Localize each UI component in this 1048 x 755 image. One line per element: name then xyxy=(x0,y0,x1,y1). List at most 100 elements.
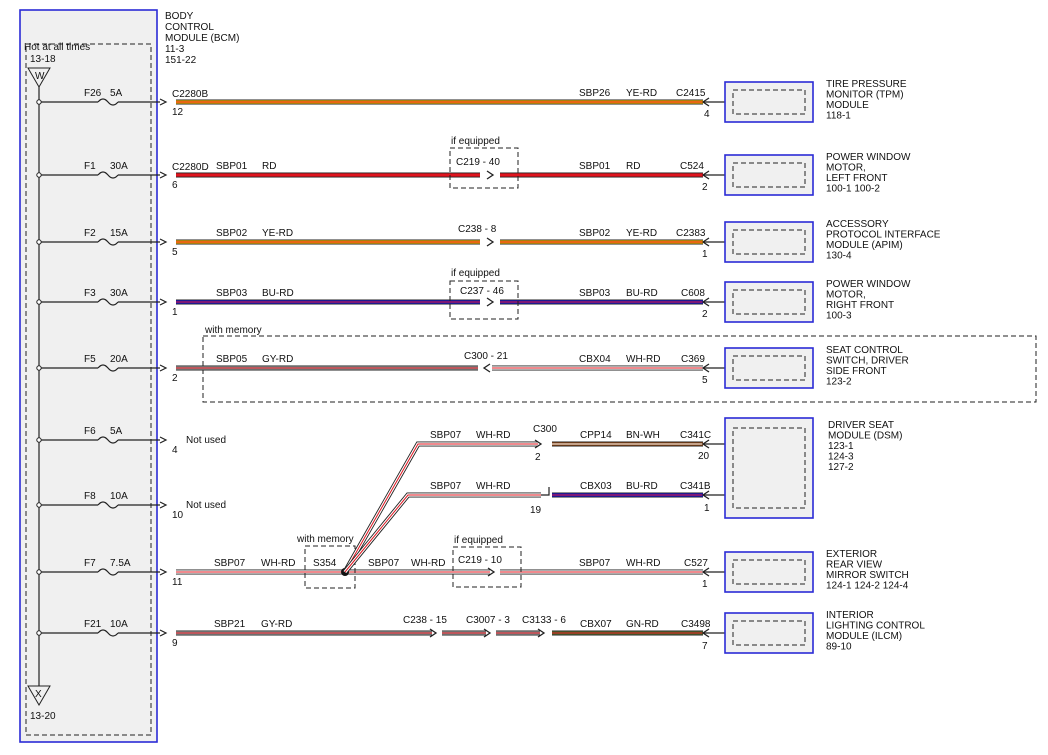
module-label: MIRROR SWITCH xyxy=(826,570,909,581)
module-label: 130-4 xyxy=(826,251,852,262)
connector-arrow-icon xyxy=(159,501,168,509)
hot-label: Hot at all times xyxy=(24,42,90,53)
module-box[interactable] xyxy=(724,154,814,196)
module-label: POWER WINDOW xyxy=(826,279,911,290)
end-pin: 1 xyxy=(702,249,708,260)
wire-sbp07-branch-c300[interactable] xyxy=(342,441,538,574)
end-pin: 1 xyxy=(704,503,710,514)
wire-sbp07-branch-dsm[interactable] xyxy=(343,492,541,574)
module-label: 100-1 100-2 xyxy=(826,184,880,195)
wire-label: SBP01 xyxy=(579,161,611,172)
connector-arrow-icon xyxy=(701,439,710,449)
connector-arrow-icon xyxy=(159,568,168,576)
module-label: DRIVER SEAT xyxy=(828,420,894,431)
bus-tap xyxy=(36,99,42,105)
fuse-label: F26 xyxy=(84,88,102,99)
wire-label: SBP07 xyxy=(214,558,246,569)
option-note: if equipped xyxy=(454,535,503,546)
wire-color: WH-RD xyxy=(261,558,295,569)
fuse-icon xyxy=(97,298,119,306)
fuse-label: F1 xyxy=(84,161,96,172)
wire-label: SBP26 xyxy=(579,88,611,99)
inline-connector: C219 - 40 xyxy=(456,157,500,168)
module-label: SWITCH, DRIVER xyxy=(826,356,909,367)
module-label: LIGHTING CONTROL xyxy=(826,621,925,632)
inline-connector: C300 xyxy=(533,424,557,435)
connector-arrow-icon xyxy=(159,98,168,106)
wire-label: CBX03 xyxy=(580,481,612,492)
fuse-icon xyxy=(97,501,119,509)
fuse-amps: 20A xyxy=(110,354,128,365)
connector-arrow-icon xyxy=(483,628,492,638)
module-label: 89-10 xyxy=(826,642,852,653)
module-box[interactable] xyxy=(724,612,814,654)
end-pin: 7 xyxy=(702,641,708,652)
bcm-module-box[interactable] xyxy=(19,9,158,743)
inline-connector: C219 - 10 xyxy=(458,555,502,566)
module-box[interactable] xyxy=(724,347,814,389)
module-box[interactable] xyxy=(724,417,814,519)
end-connector: C527 xyxy=(684,558,708,569)
wire-label: SBP07 xyxy=(368,558,400,569)
module-label: 100-3 xyxy=(826,311,852,322)
end-pin: 20 xyxy=(698,451,710,462)
connector-arrow-icon xyxy=(701,363,710,373)
module-label: MODULE (ILCM) xyxy=(826,631,902,642)
end-connector: C341B xyxy=(680,481,711,492)
module-label: 124-3 xyxy=(828,452,854,463)
inline-pin: 19 xyxy=(530,505,542,516)
module-label: ACCESSORY xyxy=(826,219,889,230)
end-pin: 2 xyxy=(702,309,708,320)
end-connector: C2383 xyxy=(676,228,706,239)
module-box[interactable] xyxy=(724,281,814,323)
wire-label: CBX04 xyxy=(579,354,611,365)
connector-arrow-icon xyxy=(701,170,710,180)
wire-label: SBP02 xyxy=(216,228,248,239)
fuse-icon xyxy=(97,98,119,106)
module-label: MODULE (APIM) xyxy=(826,240,903,251)
module-label: 123-1 xyxy=(828,441,854,452)
inline-connector: C237 - 46 xyxy=(460,286,504,297)
fuse-icon xyxy=(97,238,119,246)
module-label: RIGHT FRONT xyxy=(826,300,894,311)
optional-connector-box xyxy=(452,546,522,588)
wire-color: YE-RD xyxy=(626,228,657,239)
module-label: MOTOR, xyxy=(826,163,866,174)
wire-label: SBP07 xyxy=(430,430,462,441)
wire-label: CPP14 xyxy=(580,430,612,441)
inline-connector: C3133 - 6 xyxy=(522,615,566,626)
module-label: REAR VIEW xyxy=(826,560,883,571)
splice-option-box xyxy=(304,545,356,589)
module-label: PROTOCOL INTERFACE xyxy=(826,230,941,241)
module-label: 127-2 xyxy=(828,462,854,473)
end-connector: C3498 xyxy=(681,619,711,630)
inline-pin: 2 xyxy=(535,452,541,463)
splice-label: S354 xyxy=(313,558,337,569)
module-inner xyxy=(732,289,806,315)
wire-color: WH-RD xyxy=(411,558,445,569)
fuse-amps: 10A xyxy=(110,491,128,502)
fuse-amps: 30A xyxy=(110,288,128,299)
splice-note: with memory xyxy=(296,534,354,545)
module-box[interactable] xyxy=(724,551,814,593)
wire-label: SBP03 xyxy=(216,288,248,299)
connector-arrow-icon xyxy=(159,171,168,179)
fuse-label: F5 xyxy=(84,354,96,365)
ground-x-label: X xyxy=(35,689,42,700)
bcm-pin: 12 xyxy=(172,107,184,118)
bus-tap xyxy=(36,502,42,508)
end-pin: 5 xyxy=(702,375,708,386)
end-connector: C2415 xyxy=(676,88,706,99)
wire-color: BU-RD xyxy=(626,288,658,299)
wire-label: SBP07 xyxy=(430,481,462,492)
module-box[interactable] xyxy=(724,81,814,123)
wire-color: WH-RD xyxy=(626,558,660,569)
fuse-label: F6 xyxy=(84,426,96,437)
wire-color: BU-RD xyxy=(626,481,658,492)
fuse-label: F7 xyxy=(84,558,96,569)
connector-arrow-icon xyxy=(537,628,546,638)
wire-color: WH-RD xyxy=(476,430,510,441)
module-box[interactable] xyxy=(724,221,814,263)
fuse-amps: 5A xyxy=(110,426,123,437)
inline-connector: C238 - 8 xyxy=(458,224,497,235)
